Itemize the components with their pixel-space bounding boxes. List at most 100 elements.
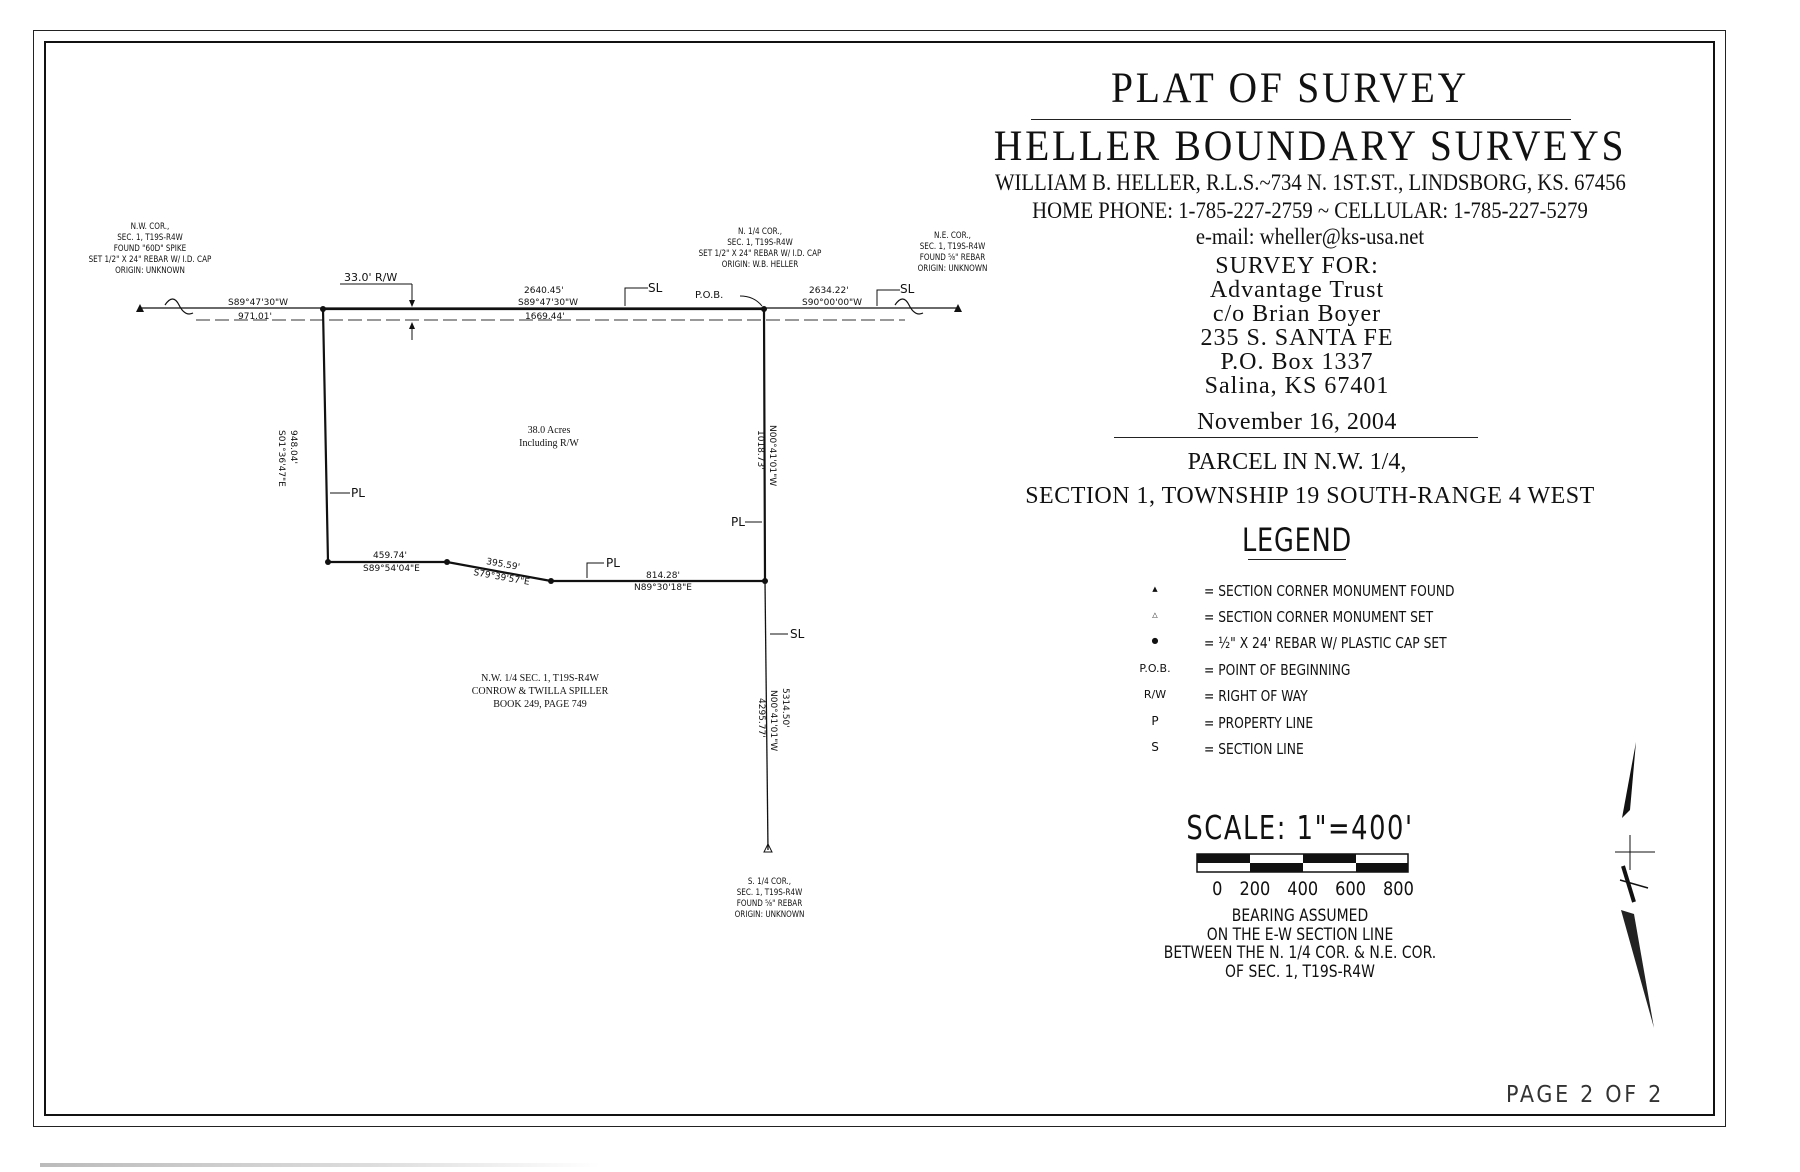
property-line-icon: P — [1151, 714, 1159, 728]
legend-text: = RIGHT OF WAY — [1204, 687, 1308, 705]
scan-artifact — [40, 1163, 600, 1167]
client-care-of: c/o Brian Boyer — [1212, 301, 1382, 327]
client-block: SURVEY FOR: Advantage Trust c/o Brian Bo… — [1097, 254, 1497, 398]
legend-text: = SECTION CORNER MONUMENT SET — [1204, 608, 1434, 626]
east-side-bearing: N00°41'01"W — [767, 425, 777, 487]
nw-corner-line1: N.W. COR., — [130, 222, 170, 232]
rebar-set-se — [762, 578, 768, 584]
adjoining-owner-line1: N.W. 1/4 SEC. 1, T19S-R4W — [481, 673, 599, 684]
s-quarter-line1: S. 1/4 COR., — [747, 877, 792, 887]
ne-corner-line2: SEC. 1, T19S-R4W — [919, 242, 986, 252]
rebar-set-s1 — [444, 559, 450, 565]
dim-mid-distance-2: 1669.44' — [525, 312, 565, 322]
client-city: Salina, KS 67401 — [1204, 373, 1390, 399]
pob-abbrev: P.O.B. — [1139, 662, 1171, 675]
bearing-note-line4: OF SEC. 1, T19S-R4W — [1225, 961, 1375, 982]
legend-text: = ½" X 24' REBAR W/ PLASTIC CAP SET — [1204, 634, 1447, 652]
s-quarter-line3: FOUND ⅝" REBAR — [736, 899, 803, 909]
n-quarter-line3: SET 1/2" X 24" REBAR W/ I.D. CAP — [698, 249, 822, 259]
nw-corner-line3: FOUND "60D" SPIKE — [113, 244, 187, 254]
legend-text: = PROPERTY LINE — [1204, 714, 1314, 732]
row-arrowhead-top — [409, 300, 415, 307]
south1-bearing: S89°54'04"E — [363, 564, 420, 574]
center-distance-2: 5314.50' — [780, 688, 790, 728]
area-line2: Including R/W — [519, 438, 579, 449]
date-underline — [1114, 437, 1478, 438]
pl-mark-west: PL — [351, 486, 365, 500]
n-quarter-line4: ORIGIN: W.B. HELLER — [721, 260, 799, 270]
sl-mark-south: SL — [790, 627, 805, 641]
s-quarter-line4: ORIGIN: UNKNOWN — [734, 910, 805, 920]
client-po-box: P.O. Box 1337 — [1220, 349, 1374, 375]
scale-bar — [1196, 853, 1409, 873]
legend-text: = SECTION CORNER MONUMENT FOUND — [1204, 582, 1455, 600]
parcel-line2: SECTION 1, TOWNSHIP 19 SOUTH-RANGE 4 WES… — [1025, 483, 1595, 509]
section-line-center — [764, 580, 769, 851]
section-line-icon: S — [1151, 740, 1159, 754]
south1-distance: 459.74' — [373, 551, 407, 561]
n-quarter-line1: N. 1/4 COR., — [737, 227, 783, 237]
ne-corner-line1: N.E. COR., — [934, 231, 971, 241]
legend-underline — [1248, 559, 1346, 560]
sl-mark-north: SL — [648, 281, 663, 295]
east-side-distance: 1018.73' — [755, 430, 765, 470]
phone-line: HOME PHONE: 1-785-227-2759 ~ CELLULAR: 1… — [1032, 198, 1588, 223]
sl-leader-ne — [876, 289, 900, 306]
rebar-set-sw — [325, 559, 331, 565]
pl-mark-south: PL — [606, 556, 620, 570]
adjoining-owner-note: N.W. 1/4 SEC. 1, T19S-R4W CONROW & TWILL… — [450, 672, 630, 711]
bearing-note: BEARING ASSUMED ON THE E-W SECTION LINE … — [1136, 907, 1464, 981]
n-quarter-note: N. 1/4 COR., SEC. 1, T19S-R4W SET 1/2" X… — [692, 227, 828, 271]
monument-found-icon: ▲ — [1152, 585, 1158, 593]
client-street: 235 S. SANTA FE — [1200, 325, 1394, 351]
break-symbol-west — [164, 298, 194, 315]
row-arrowhead-bottom — [409, 322, 415, 329]
row-label: 33.0' R/W — [344, 271, 398, 284]
adjoining-owner-line2: CONROW & TWILLA SPILLER — [471, 686, 609, 697]
center-bearing: N00°41'01"W — [768, 690, 778, 752]
center-distance: 4295.77' — [756, 698, 766, 738]
ne-corner-note: N.E. COR., SEC. 1, T19S-R4W FOUND ⅝" REB… — [912, 231, 993, 275]
rebar-set-s2 — [548, 578, 554, 584]
legend-title: LEGEND — [1241, 521, 1353, 559]
dim-east-bearing: S90°00'00"W — [802, 298, 863, 308]
nw-corner-line5: ORIGIN: UNKNOWN — [115, 266, 185, 276]
nw-corner-line2: SEC. 1, T19S-R4W — [117, 233, 183, 243]
title-underline — [1031, 119, 1571, 120]
pl-mark-east: PL — [731, 515, 745, 529]
s-quarter-note: S. 1/4 COR., SEC. 1, T19S-R4W FOUND ⅝" R… — [729, 877, 810, 921]
monument-found-nw — [136, 304, 144, 312]
adjoining-owner-line3: BOOK 249, PAGE 749 — [493, 699, 587, 710]
nw-corner-note: N.W. COR., SEC. 1, T19S-R4W FOUND "60D" … — [82, 222, 218, 277]
inner-border — [44, 41, 1715, 1116]
monument-s-quarter — [763, 842, 773, 853]
scale-ticks: 0 200 400 600 800 — [1212, 878, 1414, 900]
nw-corner-line4: SET 1/2" X 24" REBAR W/ I.D. CAP — [88, 255, 212, 265]
parcel-line1: PARCEL IN N.W. 1/4, — [1187, 449, 1407, 475]
area-line1: 38.0 Acres — [527, 425, 571, 436]
plat-title: PLAT OF SURVEY — [1111, 65, 1469, 112]
n-quarter-line2: SEC. 1, T19S-R4W — [727, 238, 793, 248]
pob-leader — [739, 295, 763, 307]
west-side-bearing: S01°36'47"E — [276, 430, 286, 487]
pl-leader-south — [586, 562, 604, 578]
legend-text: = SECTION LINE — [1204, 740, 1304, 758]
south3-bearing: N89°30'18"E — [634, 583, 692, 593]
rebar-set-nw — [320, 306, 326, 312]
dim-west-bearing: S89°47'30"W — [228, 298, 289, 308]
west-side-distance: 948.04' — [288, 430, 298, 464]
bearing-note-line3: BETWEEN THE N. 1/4 COR. & N.E. COR. — [1163, 943, 1437, 963]
outer-border — [33, 30, 1726, 1127]
legend-text: = POINT OF BEGINNING — [1204, 661, 1351, 679]
survey-date: November 16, 2004 — [1197, 409, 1397, 435]
client-heading: SURVEY FOR: — [1215, 253, 1379, 279]
company-name: HELLER BOUNDARY SURVEYS — [993, 123, 1627, 170]
sl-mark-ne: SL — [900, 282, 915, 296]
dim-east-distance: 2634.22' — [809, 286, 849, 296]
dim-mid-bearing: S89°47'30"W — [518, 298, 579, 308]
area-note: 38.0 Acres Including R/W — [499, 424, 599, 450]
scale-title: SCALE: 1"=400' — [1186, 808, 1414, 847]
dim-west-distance: 971.01' — [238, 312, 272, 322]
north-arrow — [1615, 742, 1655, 1028]
